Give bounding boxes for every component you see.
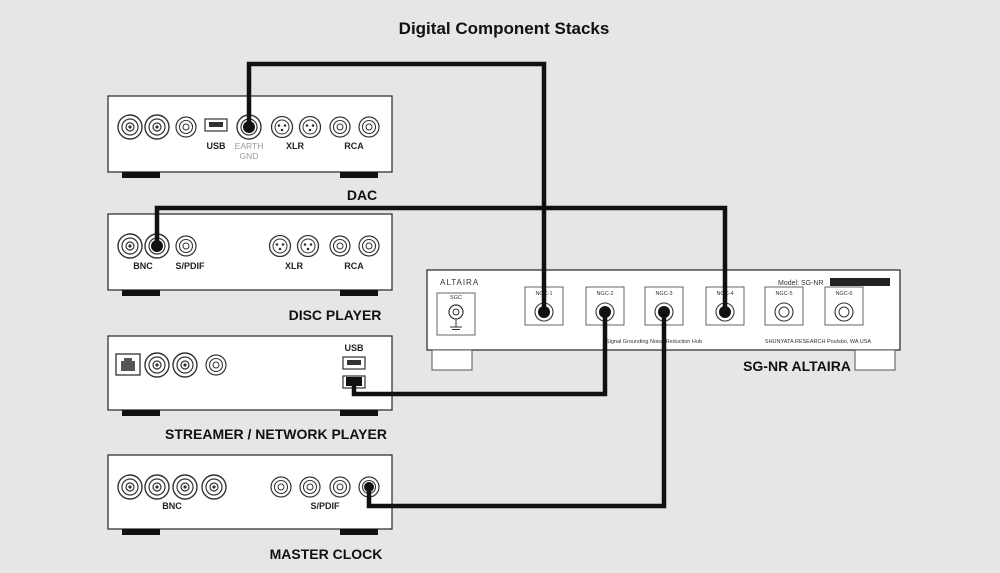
streamer-bnc-connector-1 — [144, 352, 170, 378]
master-clock-spdif-connector-1 — [270, 476, 292, 498]
streamer-bnc-connector-2 — [172, 352, 198, 378]
cable-disc-player-to-ngc4 — [154, 205, 728, 312]
master-clock-bnc-label: BNC — [162, 501, 182, 511]
dac-rca-connector-2 — [329, 116, 351, 138]
disc-player-rca-connector-1 — [329, 235, 351, 257]
dac-rca-label: RCA — [344, 141, 364, 151]
disc-player-bnc-connector-1 — [117, 233, 143, 259]
altaira-model-badge — [830, 278, 890, 286]
master-clock-foot-left — [122, 529, 160, 535]
disc-player-xlr-label: XLR — [285, 261, 304, 271]
dac-foot-right — [340, 172, 378, 178]
master-clock-spdif-label: S/PDIF — [310, 501, 340, 511]
streamer-rca-connector — [205, 354, 227, 376]
altaira-brand-text: ALTAIRA — [440, 278, 479, 287]
plug-master-clock — [364, 482, 374, 492]
master-clock-bnc-connector-4 — [201, 474, 227, 500]
disc-player-spdif-connector — [175, 235, 197, 257]
plug-ngc3 — [658, 306, 670, 318]
ground-cables — [154, 61, 728, 509]
streamer-unit: USB STREAMER / NETWORK PLAYER — [107, 335, 393, 442]
master-clock-foot-right — [340, 529, 378, 535]
disc-player-rca-connector-2 — [358, 235, 380, 257]
master-clock-bnc-connector-2 — [144, 474, 170, 500]
disc-player-foot-left — [122, 290, 160, 296]
plug-dac — [243, 121, 255, 133]
dac-xlr-label: XLR — [286, 141, 305, 151]
dac-rca-connector-1 — [175, 116, 197, 138]
dac-xlr-connector-2 — [298, 115, 322, 139]
streamer-foot-right — [340, 410, 378, 416]
master-clock-bnc-connector-1 — [117, 474, 143, 500]
master-clock-spdif-connector-2 — [299, 476, 321, 498]
disc-player-xlr-connector-2 — [296, 234, 320, 258]
dac-rca-connector-3 — [358, 116, 380, 138]
altaira-port-label-5: NGC-5 — [775, 291, 792, 297]
disc-player-rca-label: RCA — [344, 261, 364, 271]
dac-bnc-connector-2 — [144, 114, 170, 140]
dac-earth-label: EARTH — [235, 141, 264, 151]
dac-bnc-connector-1 — [117, 114, 143, 140]
dac-usb-label: USB — [206, 141, 226, 151]
cable-master-clock-to-ngc3 — [366, 312, 667, 509]
streamer-label: STREAMER / NETWORK PLAYER — [165, 426, 387, 442]
disc-player-label: DISC PLAYER — [289, 307, 382, 323]
altaira-hub-foot-left — [431, 349, 473, 371]
altaira-port-label-6: NGC-6 — [835, 291, 852, 297]
altaira-hub-label: SG-NR ALTAIRA — [743, 358, 851, 374]
master-clock-bnc-connector-3 — [172, 474, 198, 500]
altaira-model-text: Model: SG-NR — [778, 280, 824, 287]
master-clock-unit: BNC S/PDIF MASTER CLOCK — [107, 454, 393, 562]
altaira-ground-label: SGC — [450, 295, 462, 301]
disc-player-xlr-connector-1 — [268, 234, 292, 258]
dac-gnd-label: GND — [240, 151, 259, 161]
plug-ngc4 — [719, 306, 731, 318]
diagram-title: Digital Component Stacks — [399, 19, 610, 38]
plug-ngc1 — [538, 306, 550, 318]
dac-usb-port — [204, 118, 228, 132]
altaira-subtitle-text: Signal Grounding Noise Reduction Hub — [606, 339, 702, 345]
dac-xlr-connector-1 — [270, 115, 294, 139]
streamer-foot-left — [122, 410, 160, 416]
master-clock-spdif-connector-3 — [329, 476, 351, 498]
dac-label: DAC — [347, 187, 377, 203]
altaira-port-label-2: NGC-2 — [596, 291, 613, 297]
plug-streamer — [346, 377, 362, 386]
dac-foot-left — [122, 172, 160, 178]
altaira-hub-foot-right — [854, 349, 896, 371]
disc-player-foot-right — [340, 290, 378, 296]
altaira-port-label-3: NGC-3 — [655, 291, 672, 297]
streamer-ethernet-port — [115, 353, 141, 376]
streamer-usb-label: USB — [344, 343, 364, 353]
cable-plugs — [151, 121, 731, 492]
disc-player-unit: BNC S/PDIF XLR RCA DISC PLAYER — [107, 213, 393, 323]
cable-dac-to-ngc1 — [246, 61, 547, 312]
plug-ngc2 — [599, 306, 611, 318]
plug-disc-player — [151, 240, 163, 252]
disc-player-bnc-label: BNC — [133, 261, 153, 271]
streamer-usb-port-1 — [342, 356, 366, 370]
disc-player-spdif-label: S/PDIF — [175, 261, 205, 271]
altaira-ground-terminal — [436, 292, 476, 336]
altaira-maker-text: SHUNYATA RESEARCH Poulsbo, WA USA — [765, 339, 871, 345]
master-clock-label: MASTER CLOCK — [270, 546, 383, 562]
cable-streamer-to-ngc2 — [351, 312, 608, 397]
